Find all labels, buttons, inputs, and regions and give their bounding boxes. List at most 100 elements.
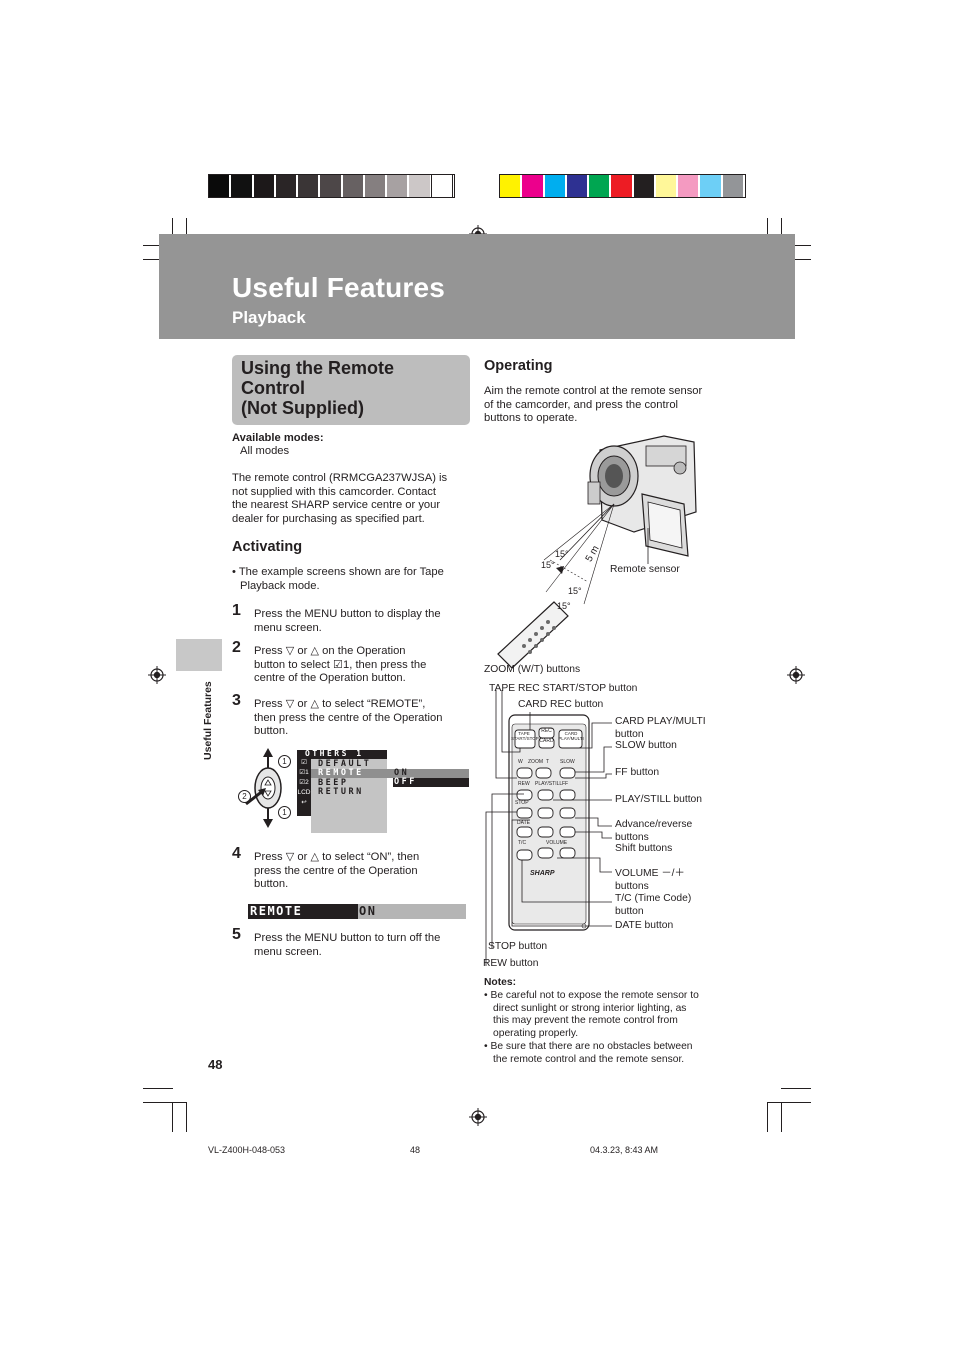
note-1: • Be careful not to expose the remote se…: [484, 990, 699, 1039]
section-title: Using the Remote Control (Not Supplied): [241, 358, 395, 418]
color-swatch: [678, 175, 699, 197]
color-swatch: [522, 175, 543, 197]
color-swatch: [320, 175, 341, 197]
menu-option-off-bar: [393, 778, 469, 787]
menu-title: OTHERS 1: [305, 749, 364, 758]
angle-label: 15°: [568, 586, 582, 596]
menu-item-beep: BEEP: [318, 778, 349, 788]
remote-key-tape: TAPE START/STOP: [511, 731, 539, 741]
available-modes-label: Available modes:: [232, 432, 324, 444]
header-band: [159, 234, 795, 339]
camcorder-illustration: [497, 435, 697, 669]
crop-mark: [143, 1102, 187, 1103]
shift-label: Shift buttons: [615, 843, 673, 854]
color-swatch: [298, 175, 319, 197]
remote-key-w: W: [518, 759, 523, 765]
menu-item-remote: REMOTE: [318, 768, 364, 778]
color-swatch: [209, 175, 230, 197]
step-text: Press the MENU button to display the men…: [254, 608, 441, 634]
stop-label: STOP button: [488, 941, 548, 952]
color-swatch: [409, 175, 430, 197]
operating-paragraph: Aim the remote control at the remote sen…: [484, 385, 703, 425]
card-play-label: CARD PLAY/MULTI button: [615, 716, 706, 740]
notes-heading: Notes:: [484, 977, 517, 988]
color-bar: [499, 174, 746, 198]
remote-bar-label: REMOTE: [250, 904, 303, 918]
crop-mark: [143, 259, 173, 260]
intro-paragraph: The remote control (RRMCGA237WJSA) is no…: [232, 472, 448, 525]
color-swatch: [342, 175, 363, 197]
note-2: • Be sure that there are no obstacles be…: [484, 1041, 693, 1065]
color-swatch: [430, 174, 453, 198]
crop-mark: [186, 218, 187, 248]
crop-mark: [172, 218, 173, 248]
color-swatch: [589, 175, 610, 197]
remote-key-slow: SLOW: [560, 759, 575, 765]
angle-label: 15°: [541, 560, 555, 570]
available-modes-value: All modes: [240, 445, 290, 457]
menu-title-bar: [297, 750, 387, 759]
step-text: Press ▽ or △ to select “ON”, then press …: [254, 851, 420, 891]
tape-rec-label: TAPE REC START/STOP button: [489, 683, 638, 694]
color-swatch: [633, 175, 654, 197]
side-tab: [176, 639, 222, 671]
registration-mark-icon: [148, 666, 166, 684]
color-swatch: [253, 175, 274, 197]
remote-key-volume: VOLUME: [546, 840, 568, 846]
ff-label: FF button: [615, 767, 660, 778]
remote-on-bar-dark: [248, 904, 358, 919]
color-swatch: [700, 175, 721, 197]
step-text: Press ▽ or △ to select “REMOTE”, then pr…: [254, 698, 443, 738]
menu-option-off: OFF: [394, 777, 417, 787]
angle-label: 15°: [557, 601, 571, 611]
page-number: 48: [208, 1057, 223, 1072]
activating-heading: Activating: [232, 539, 303, 555]
remote-sensor-label: Remote sensor: [610, 564, 680, 575]
step-text: Press the MENU button to turn off the me…: [254, 932, 441, 958]
remote-key-date: DATE: [517, 820, 530, 826]
play-still-label: PLAY/STILL button: [615, 794, 703, 805]
registration-mark-icon: [787, 666, 805, 684]
remote-key-ff: FF: [562, 781, 569, 787]
operating-heading: Operating: [484, 358, 553, 374]
remote-brand-logo: SHARP: [530, 870, 555, 877]
crop-mark: [143, 1088, 173, 1089]
remote-key-play: PLAY/STILL: [535, 781, 563, 787]
color-swatch: [544, 175, 565, 197]
rew-label: REW button: [483, 958, 539, 969]
remote-key-rew: REW: [518, 781, 530, 787]
menu-option-on: ON: [394, 768, 410, 778]
color-swatch: [566, 175, 588, 197]
menu-item-default: DEFAULT: [318, 759, 372, 769]
step-text: Press ▽ or △ on the Operation button to …: [254, 645, 427, 685]
footer-timestamp: 04.3.23, 8:43 AM: [590, 1145, 659, 1155]
remote-key-card: CARD: [539, 738, 554, 744]
operation-button-icon: [245, 748, 282, 828]
remote-key-rec: REC: [541, 728, 552, 734]
advance-reverse-label: Advance/reverse buttons: [615, 819, 693, 843]
step-number: 1: [232, 602, 241, 619]
color-swatch: [655, 175, 677, 197]
crop-mark: [767, 1102, 811, 1103]
callout-1-bottom: 1: [278, 806, 291, 819]
menu-highlight: [311, 769, 469, 778]
slow-label: SLOW button: [615, 740, 677, 751]
menu-screen: [311, 750, 387, 833]
color-swatch: [722, 175, 743, 197]
menu-item-return: RETURN: [318, 787, 364, 797]
remote-control-diagram: [485, 690, 612, 966]
step-number: 3: [232, 692, 241, 709]
date-label: DATE button: [615, 920, 674, 931]
step-number: 4: [232, 845, 241, 862]
zoom-buttons-label: ZOOM (W/T) buttons: [484, 664, 581, 675]
registration-mark-icon: [469, 1108, 487, 1126]
crop-mark: [767, 218, 768, 248]
section-title-box: [232, 355, 470, 425]
color-swatch: [500, 175, 521, 197]
callout-2: 2: [238, 790, 251, 803]
color-swatch: [364, 175, 386, 197]
bullet-note: • The example screens shown are for Tape…: [232, 566, 444, 592]
remote-key-t: T: [546, 759, 550, 765]
remote-key-stop: STOP: [515, 800, 529, 806]
crop-mark: [781, 259, 811, 260]
